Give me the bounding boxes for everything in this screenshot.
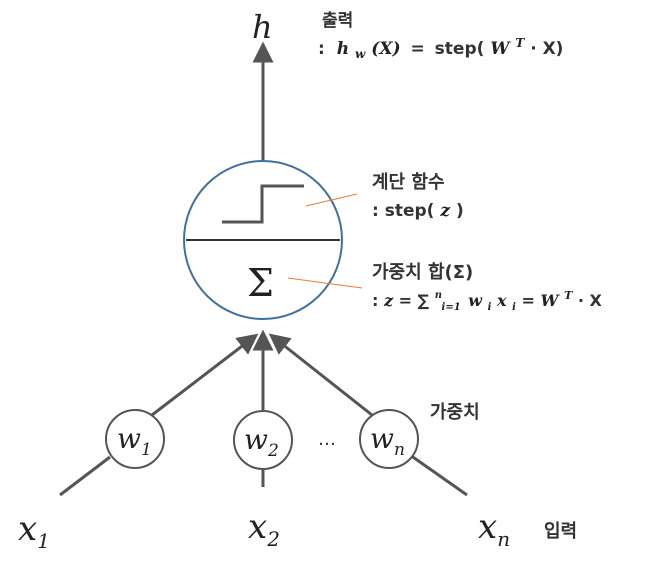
step-annotation-line (305, 193, 358, 207)
output-title: 출력 (322, 11, 353, 31)
input-x1: x1 (18, 509, 50, 553)
sum-formula-w: w (468, 291, 483, 310)
weight-node-1-label: w1 (117, 422, 152, 460)
sum-formula-wsub: i (488, 302, 492, 313)
sigma-symbol: Σ (247, 261, 274, 305)
input-xn-base: x (478, 507, 497, 547)
weight-node-2: w2 (233, 410, 293, 470)
input-x2-base: x (248, 507, 267, 547)
sum-formula-tail: · X (578, 291, 603, 310)
output-formula-arg: (X) (371, 39, 400, 59)
output-formula-rest: · X) (530, 39, 563, 59)
output-formula: : h w (X) = step( W T · X) (318, 32, 563, 63)
output-formula-h: h (337, 39, 349, 59)
weight-node-n-sub: n (394, 440, 405, 460)
output-formula-hsub: w (355, 47, 366, 61)
output-formula-T: T (515, 36, 525, 50)
edge-wn-neuron (268, 333, 373, 417)
sum-formula-x: x (496, 291, 507, 310)
edge-xn-wn (409, 453, 468, 497)
output-formula-W: W (490, 39, 511, 59)
sum-formula-eq1: = (399, 291, 418, 310)
sum-formula-W: W (541, 291, 561, 310)
input-x1-base: x (18, 509, 37, 549)
weight-node-1-circle (105, 409, 165, 469)
sum-formula-T: T (564, 289, 573, 302)
weight-node-2-base: w (244, 423, 268, 456)
sum-formula-xsub: i (512, 302, 516, 313)
weighted-sum-formula: : z = ∑ n i=1 w i x i = W T · X (372, 283, 602, 314)
weight-node-1-base: w (117, 422, 141, 455)
weighted-sum-title: 가중치 합(Σ) (372, 261, 473, 283)
sum-formula-sub: i=1 (442, 302, 461, 313)
sum-formula-eq2: = (522, 291, 541, 310)
output-formula-eq: = (411, 39, 425, 59)
output-formula-prefix: : (318, 39, 325, 59)
weight-node-1: w1 (105, 409, 165, 469)
output-symbol: h (252, 8, 273, 46)
weight-node-n: wn (359, 409, 419, 469)
inputs-label: 입력 (544, 520, 577, 542)
step-formula-close: ) (456, 201, 464, 221)
step-formula-arg: z (439, 201, 450, 221)
weights-ellipsis: … (318, 429, 336, 450)
edge-w1-neuron (151, 333, 259, 417)
weight-node-2-circle (233, 410, 293, 470)
step-formula-prefix: : (372, 201, 385, 221)
step-function-icon (222, 184, 304, 224)
weight-node-2-sub: 2 (267, 441, 279, 461)
step-formula-func: step( (385, 201, 435, 221)
sum-formula-z: z (383, 291, 394, 310)
output-formula-func: step( (435, 39, 485, 59)
weight-node-1-sub: 1 (141, 440, 152, 460)
sum-formula-sum: ∑ (418, 291, 430, 310)
sum-formula-prefix: : (372, 291, 384, 310)
input-x2: x2 (248, 507, 280, 551)
weight-node-n-circle (359, 409, 419, 469)
weight-node-2-label: w2 (244, 423, 279, 461)
input-xn: xn (478, 507, 510, 551)
edge-x1-w1 (59, 455, 111, 497)
input-xn-sub: n (497, 527, 510, 551)
step-function-title: 계단 함수 (372, 171, 445, 193)
input-x1-sub: 1 (37, 529, 50, 553)
weight-node-n-label: wn (370, 422, 405, 460)
step-function-formula: : step( z ) (372, 201, 464, 221)
weights-label: 가중치 (430, 402, 480, 423)
weight-node-n-base: w (370, 422, 394, 455)
sum-formula-sup: n (435, 290, 442, 301)
sum-annotation-line (287, 277, 363, 289)
input-x2-sub: 2 (266, 527, 280, 551)
